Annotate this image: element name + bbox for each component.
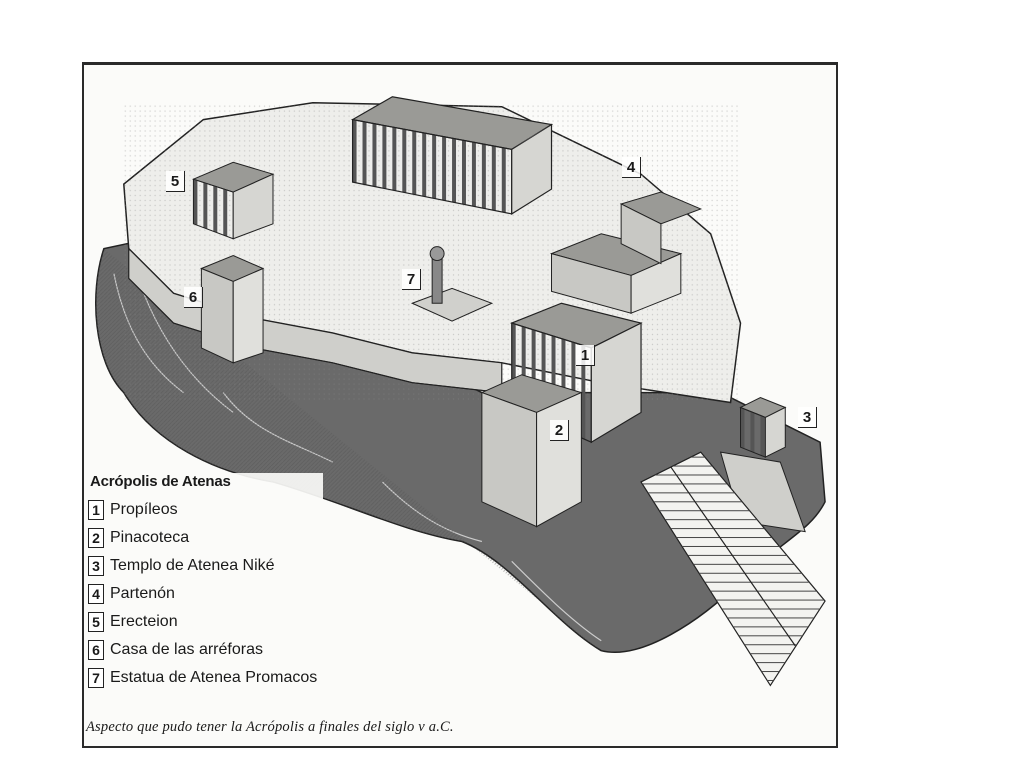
legend-number-5: 5 (88, 612, 104, 632)
sanctuary-buildings (549, 191, 703, 314)
marker-1: 1 (576, 345, 595, 366)
legend-label-7: Estatua de Atenea Promacos (110, 669, 318, 686)
legend-label-1: Propíleos (110, 501, 178, 518)
erechtheion (192, 161, 275, 240)
legend-label-2: Pinacoteca (110, 529, 190, 546)
legend-number-3: 3 (88, 556, 104, 576)
legend-number-6: 6 (88, 640, 104, 660)
legend-item-2: 2 Pinacoteca (88, 524, 317, 552)
marker-4: 4 (622, 157, 641, 178)
marker-7: 7 (402, 269, 421, 290)
legend-label-5: Erecteion (110, 613, 178, 630)
caption: Aspecto que pudo tener la Acrópolis a fi… (86, 719, 454, 735)
legend-item-4: 4 Partenón (88, 580, 317, 608)
legend-item-3: 3 Templo de Atenea Niké (88, 552, 317, 580)
legend-number-4: 4 (88, 584, 104, 604)
legend-item-1: 1 Propíleos (88, 496, 317, 524)
legend-item-6: 6 Casa de las arréforas (88, 636, 317, 664)
marker-5: 5 (166, 171, 185, 192)
legend-label-3: Templo de Atenea Niké (110, 557, 275, 574)
legend-number-2: 2 (88, 528, 104, 548)
legend-list: 1 Propíleos 2 Pinacoteca 3 Templo de Atenea… (88, 496, 317, 692)
grand-stairway (640, 451, 826, 687)
athena-promachos-statue (410, 246, 494, 322)
legend-item-5: 5 Erecteion (88, 608, 317, 636)
legend-item-7: 7 Estatua de Atenea Promacos (88, 664, 317, 692)
legend-title: Acrópolis de Atenas (90, 473, 231, 490)
marker-6: 6 (184, 287, 203, 308)
legend-label-6: Casa de las arréforas (110, 641, 263, 658)
marker-2: 2 (550, 420, 569, 441)
house-arrephoroi (200, 255, 265, 364)
acropolis-illustration (95, 96, 826, 687)
legend-label-4: Partenón (110, 585, 175, 602)
parthenon (350, 96, 554, 215)
legend-number-1: 1 (88, 500, 104, 520)
pinacoteca (480, 374, 583, 528)
legend-number-7: 7 (88, 668, 104, 688)
legend: Acrópolis de Atenas 1 Propíleos 2 Pinacote… (86, 473, 324, 694)
marker-3: 3 (798, 407, 817, 428)
